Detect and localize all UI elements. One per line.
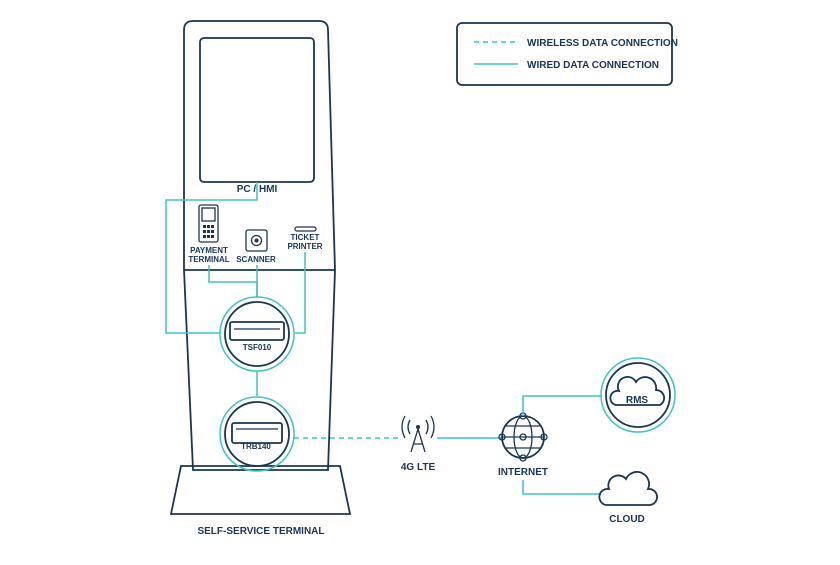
tower-top — [416, 425, 420, 429]
wired-connections-kiosk — [165, 182, 306, 396]
keypad-key — [211, 230, 214, 233]
globe-node — [519, 433, 527, 441]
rms-cloud-shape — [609, 375, 666, 406]
internet-label: INTERNET — [498, 467, 548, 478]
legend-wireless-label: WIRELESS DATA CONNECTION — [527, 38, 678, 49]
globe-node — [519, 454, 527, 462]
kiosk-body — [183, 20, 336, 471]
ticket-printer-slot — [294, 226, 317, 232]
tsf010-device — [229, 321, 285, 341]
lte-label: 4G LTE — [401, 462, 436, 473]
globe-network-icon — [498, 412, 548, 462]
globe-node — [540, 433, 548, 441]
trb140-ring — [219, 396, 295, 472]
cloud-icon — [598, 471, 658, 506]
trb140-device — [231, 422, 283, 444]
rms-ring — [600, 357, 676, 433]
keypad-key — [207, 230, 210, 233]
ticket-printer-label-1: TICKET — [291, 233, 320, 242]
trb140-label: TRB140 — [241, 442, 271, 451]
ticket-printer-label-2: PRINTER — [287, 242, 322, 251]
cloud-icon — [600, 357, 676, 433]
scanner-lens-center — [254, 238, 259, 243]
keypad-key — [207, 235, 210, 238]
tsf010-ring — [219, 296, 295, 372]
payment-terminal-label-1: PAYMENT — [190, 246, 228, 255]
tsf010-label: TSF010 — [243, 343, 272, 352]
payment-terminal-body — [198, 204, 219, 243]
rms-circle — [605, 362, 671, 428]
keypad-key — [203, 225, 206, 228]
payment-terminal-icon — [198, 204, 219, 243]
switch-icon — [219, 296, 295, 372]
keypad-key — [203, 230, 206, 233]
legend-frame — [456, 22, 673, 86]
keypad-key — [211, 225, 214, 228]
printer-to-tsf010-link — [295, 252, 306, 334]
keypad-key — [211, 235, 214, 238]
tsf010-circle — [224, 301, 290, 367]
kiosk-base — [169, 465, 352, 515]
globe-node — [498, 433, 506, 441]
scanner-lens — [250, 234, 263, 247]
globe-latitudes — [506, 425, 540, 449]
keypad-key — [203, 235, 206, 238]
payment-terminal-label-2: TERMINAL — [188, 255, 229, 264]
keypad-key — [207, 225, 210, 228]
tower-wave-right-outer — [430, 415, 435, 439]
legend: WIRELESS DATA CONNECTION WIRED DATA CONN… — [456, 22, 678, 86]
legend-wired-label: WIRED DATA CONNECTION — [527, 60, 659, 71]
cell-tower-icon — [401, 415, 435, 453]
tower-wave-left-outer — [401, 415, 406, 439]
self-service-terminal-label: SELF-SERVICE TERMINAL — [197, 526, 324, 537]
ticket-printer-icon — [294, 226, 317, 232]
cloud-label: CLOUD — [609, 514, 645, 525]
scanner-icon — [245, 229, 268, 252]
pc-to-tsf010-link — [165, 182, 258, 334]
router-icon — [219, 396, 295, 472]
internet-to-cloud-link — [522, 480, 601, 495]
kiosk-icon — [169, 20, 352, 515]
tower-wave-right-inner — [425, 419, 429, 435]
tower-wave-left-inner — [407, 419, 411, 435]
scanner-body — [245, 229, 268, 252]
cloud-shape — [598, 471, 658, 506]
trb140-circle — [224, 401, 290, 467]
scanner-label: SCANNER — [236, 255, 276, 264]
internet-to-rms-link — [522, 395, 602, 416]
rms-label: RMS — [626, 395, 649, 406]
kiosk-screen — [199, 37, 315, 183]
tower-mast — [410, 428, 426, 453]
payment-terminal-screen — [201, 207, 216, 222]
